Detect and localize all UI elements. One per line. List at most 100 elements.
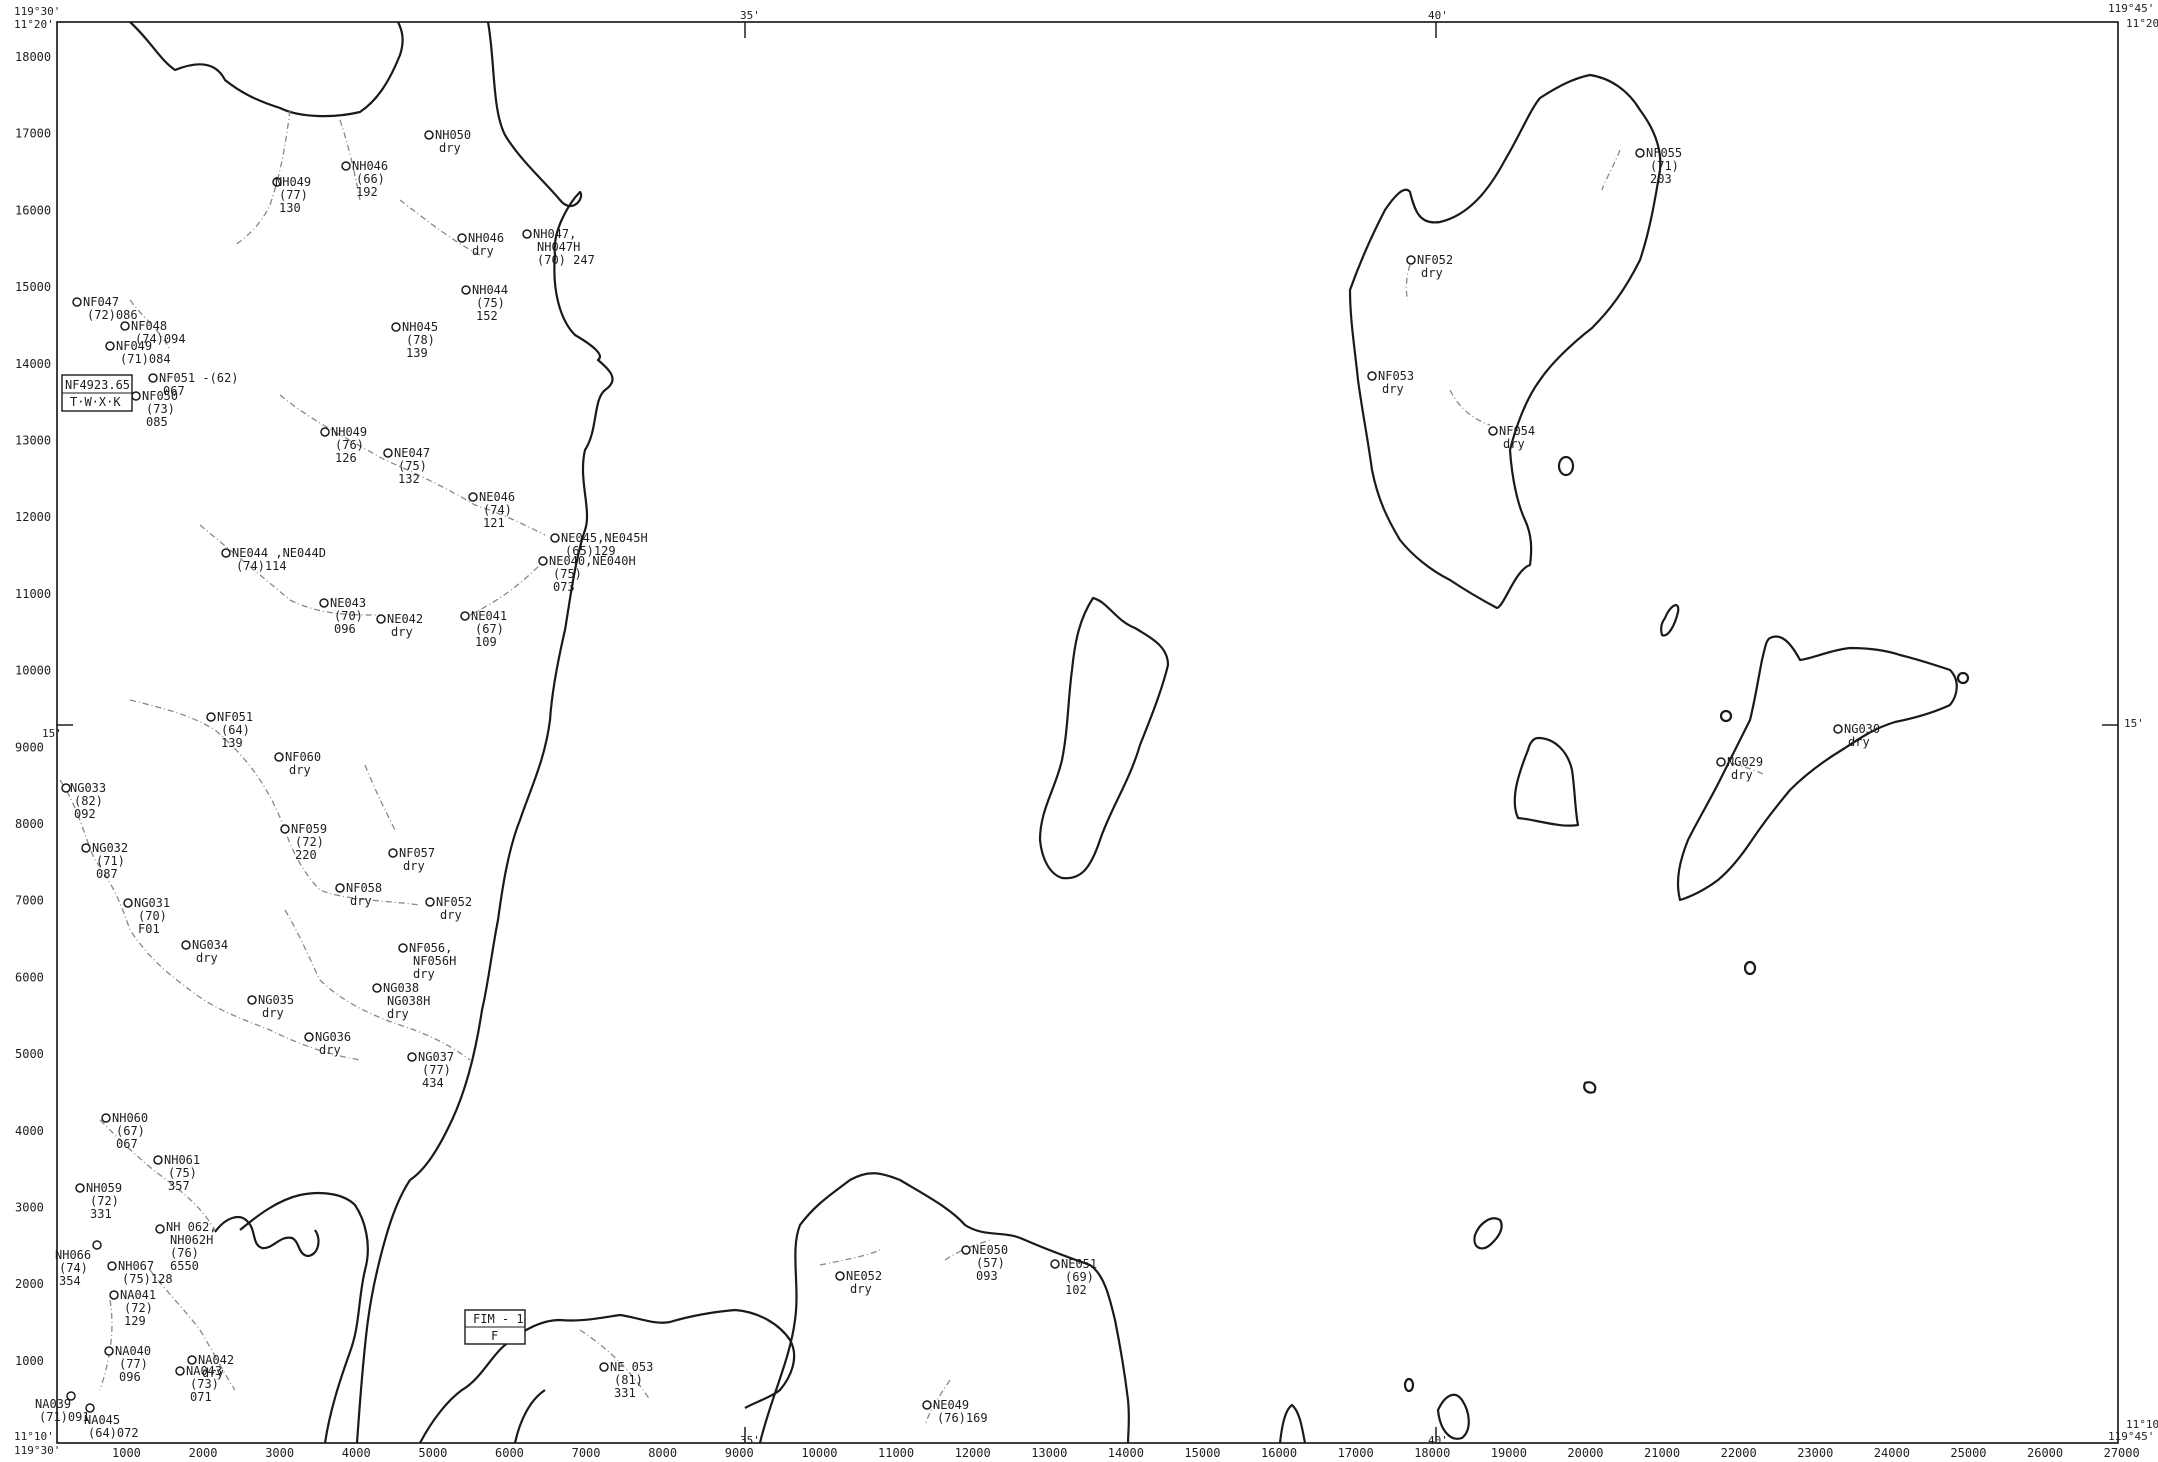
well-ne047: NE047(75)132 (383, 446, 430, 486)
well-label-line: 220 (295, 848, 317, 862)
well-dot (388, 848, 398, 858)
well-label-line: NF055 (1646, 146, 1682, 160)
well-dot (522, 229, 532, 239)
well-nf051b: NF051(64)139 (206, 710, 253, 750)
well-dot (961, 1245, 971, 1255)
islet-2 (1660, 604, 1680, 637)
well-label-line: NH044 (472, 283, 508, 297)
well-ne044: NE044 ,NE044D(74)114 (221, 546, 326, 573)
well-label-line: NH049 (275, 175, 311, 189)
minute-right-15: 15' (2124, 717, 2144, 730)
well-ne050: NE050(57)093 (961, 1243, 1008, 1283)
well-nf048: NF048(74)094 (120, 319, 186, 346)
corner-bottom-right-lon: 119°45' (2108, 1430, 2154, 1443)
well-label-line: (69) (1065, 1270, 1094, 1284)
well-label-line: NF052 (1417, 253, 1453, 267)
well-label-line: NF050 (142, 389, 178, 403)
well-dot (461, 285, 471, 295)
well-label-line: NH060 (112, 1111, 148, 1125)
well-label-line: NE045,NE045H (561, 531, 648, 545)
well-label-line: 203 (1650, 172, 1672, 186)
well-dot (372, 983, 382, 993)
well-ng037: NG037(77)434 (407, 1050, 454, 1090)
well-label-line: NG032 (92, 841, 128, 855)
well-label-line: 434 (422, 1076, 444, 1090)
y-axis-label: 7000 (15, 894, 44, 908)
y-axis-label: 11000 (15, 587, 51, 601)
well-dot (247, 995, 257, 1005)
x-axis-label: 14000 (1108, 1446, 1144, 1460)
x-axis-label: 8000 (648, 1446, 677, 1460)
well-label-line: (70) 247 (537, 253, 595, 267)
well-label-line: dry (440, 908, 462, 922)
corner-top-right-lon: 119°45' (2108, 2, 2154, 15)
well-label-line: dry (391, 625, 413, 639)
well-nh047: NH047,NH047H(70) 247 (522, 227, 595, 267)
well-label-line: 085 (146, 415, 168, 429)
well-dot (280, 824, 290, 834)
well-label-line: 331 (614, 1386, 636, 1400)
well-label-line: 192 (356, 185, 378, 199)
well-na041: NA041(72)129 (109, 1288, 156, 1328)
central-long-island (1038, 596, 1170, 880)
well-label-line: NE041 (471, 609, 507, 623)
x-axis-label: 10000 (801, 1446, 837, 1460)
x-axis-label: 9000 (725, 1446, 754, 1460)
x-axis-label: 5000 (418, 1446, 447, 1460)
well-dot (85, 1403, 95, 1413)
well-label-line: dry (1421, 266, 1443, 280)
well-nh045: NH045(78)139 (391, 320, 438, 360)
well-label-line: dry (196, 951, 218, 965)
south-peninsula (239, 1191, 369, 1444)
well-label-line: NA043 (186, 1364, 222, 1378)
well-markers: NH050dryNH046(66)192NH049(77)130NH046dry… (35, 128, 1880, 1440)
well-label-line: 152 (476, 309, 498, 323)
well-label-line: (73) (190, 1377, 219, 1391)
well-label-line: (71) (96, 854, 125, 868)
well-nh059: NH059(72)331 (75, 1181, 122, 1221)
well-label-line: NH 062, (166, 1220, 217, 1234)
fim-box-bottom: F (491, 1329, 498, 1343)
well-label-line: dry (1731, 768, 1753, 782)
x-axis-label: 25000 (1950, 1446, 1986, 1460)
well-label-line: NF056, (409, 941, 452, 955)
well-label-line: NE043 (330, 596, 366, 610)
y-axis-label: 2000 (15, 1277, 44, 1291)
well-label-line: NA039 (35, 1397, 71, 1411)
twxk-box: NF4923.65 T·W·X·K (61, 374, 133, 412)
central-small-island (1513, 736, 1580, 827)
well-dot (468, 492, 478, 502)
well-label-line: (77) (119, 1357, 148, 1371)
well-label-line: NH067 (118, 1259, 154, 1273)
islet-5 (1956, 671, 1970, 685)
well-label-line: 354 (59, 1274, 81, 1288)
well-nh067: NH067(75)128 (107, 1259, 173, 1286)
well-na045: NA045(64)072 (84, 1403, 139, 1440)
y-axis-label: 15000 (15, 280, 51, 294)
well-label-line: NH059 (86, 1181, 122, 1195)
well-dot (391, 322, 401, 332)
well-dot (335, 883, 345, 893)
well-label-line: NH066 (55, 1248, 91, 1262)
well-ng032: NG032(71)087 (81, 841, 128, 881)
well-label-line: (75)128 (122, 1272, 173, 1286)
x-axis-label: 26000 (2027, 1446, 2063, 1460)
well-label-line: NE049 (933, 1398, 969, 1412)
well-label-line: (67) (475, 622, 504, 636)
well-label-line: 071 (190, 1390, 212, 1404)
well-label-line: NH062H (170, 1233, 213, 1247)
twxk-box-top: NF4923.65 (65, 378, 130, 392)
well-label-line: NH045 (402, 320, 438, 334)
corner-bottom-left-lon: 119°30' (14, 1444, 60, 1457)
fim-box-top: FIM - 1 (473, 1312, 524, 1326)
well-label-line: NF053 (1378, 369, 1414, 383)
well-nf055: NF055(71)203 (1635, 146, 1682, 186)
